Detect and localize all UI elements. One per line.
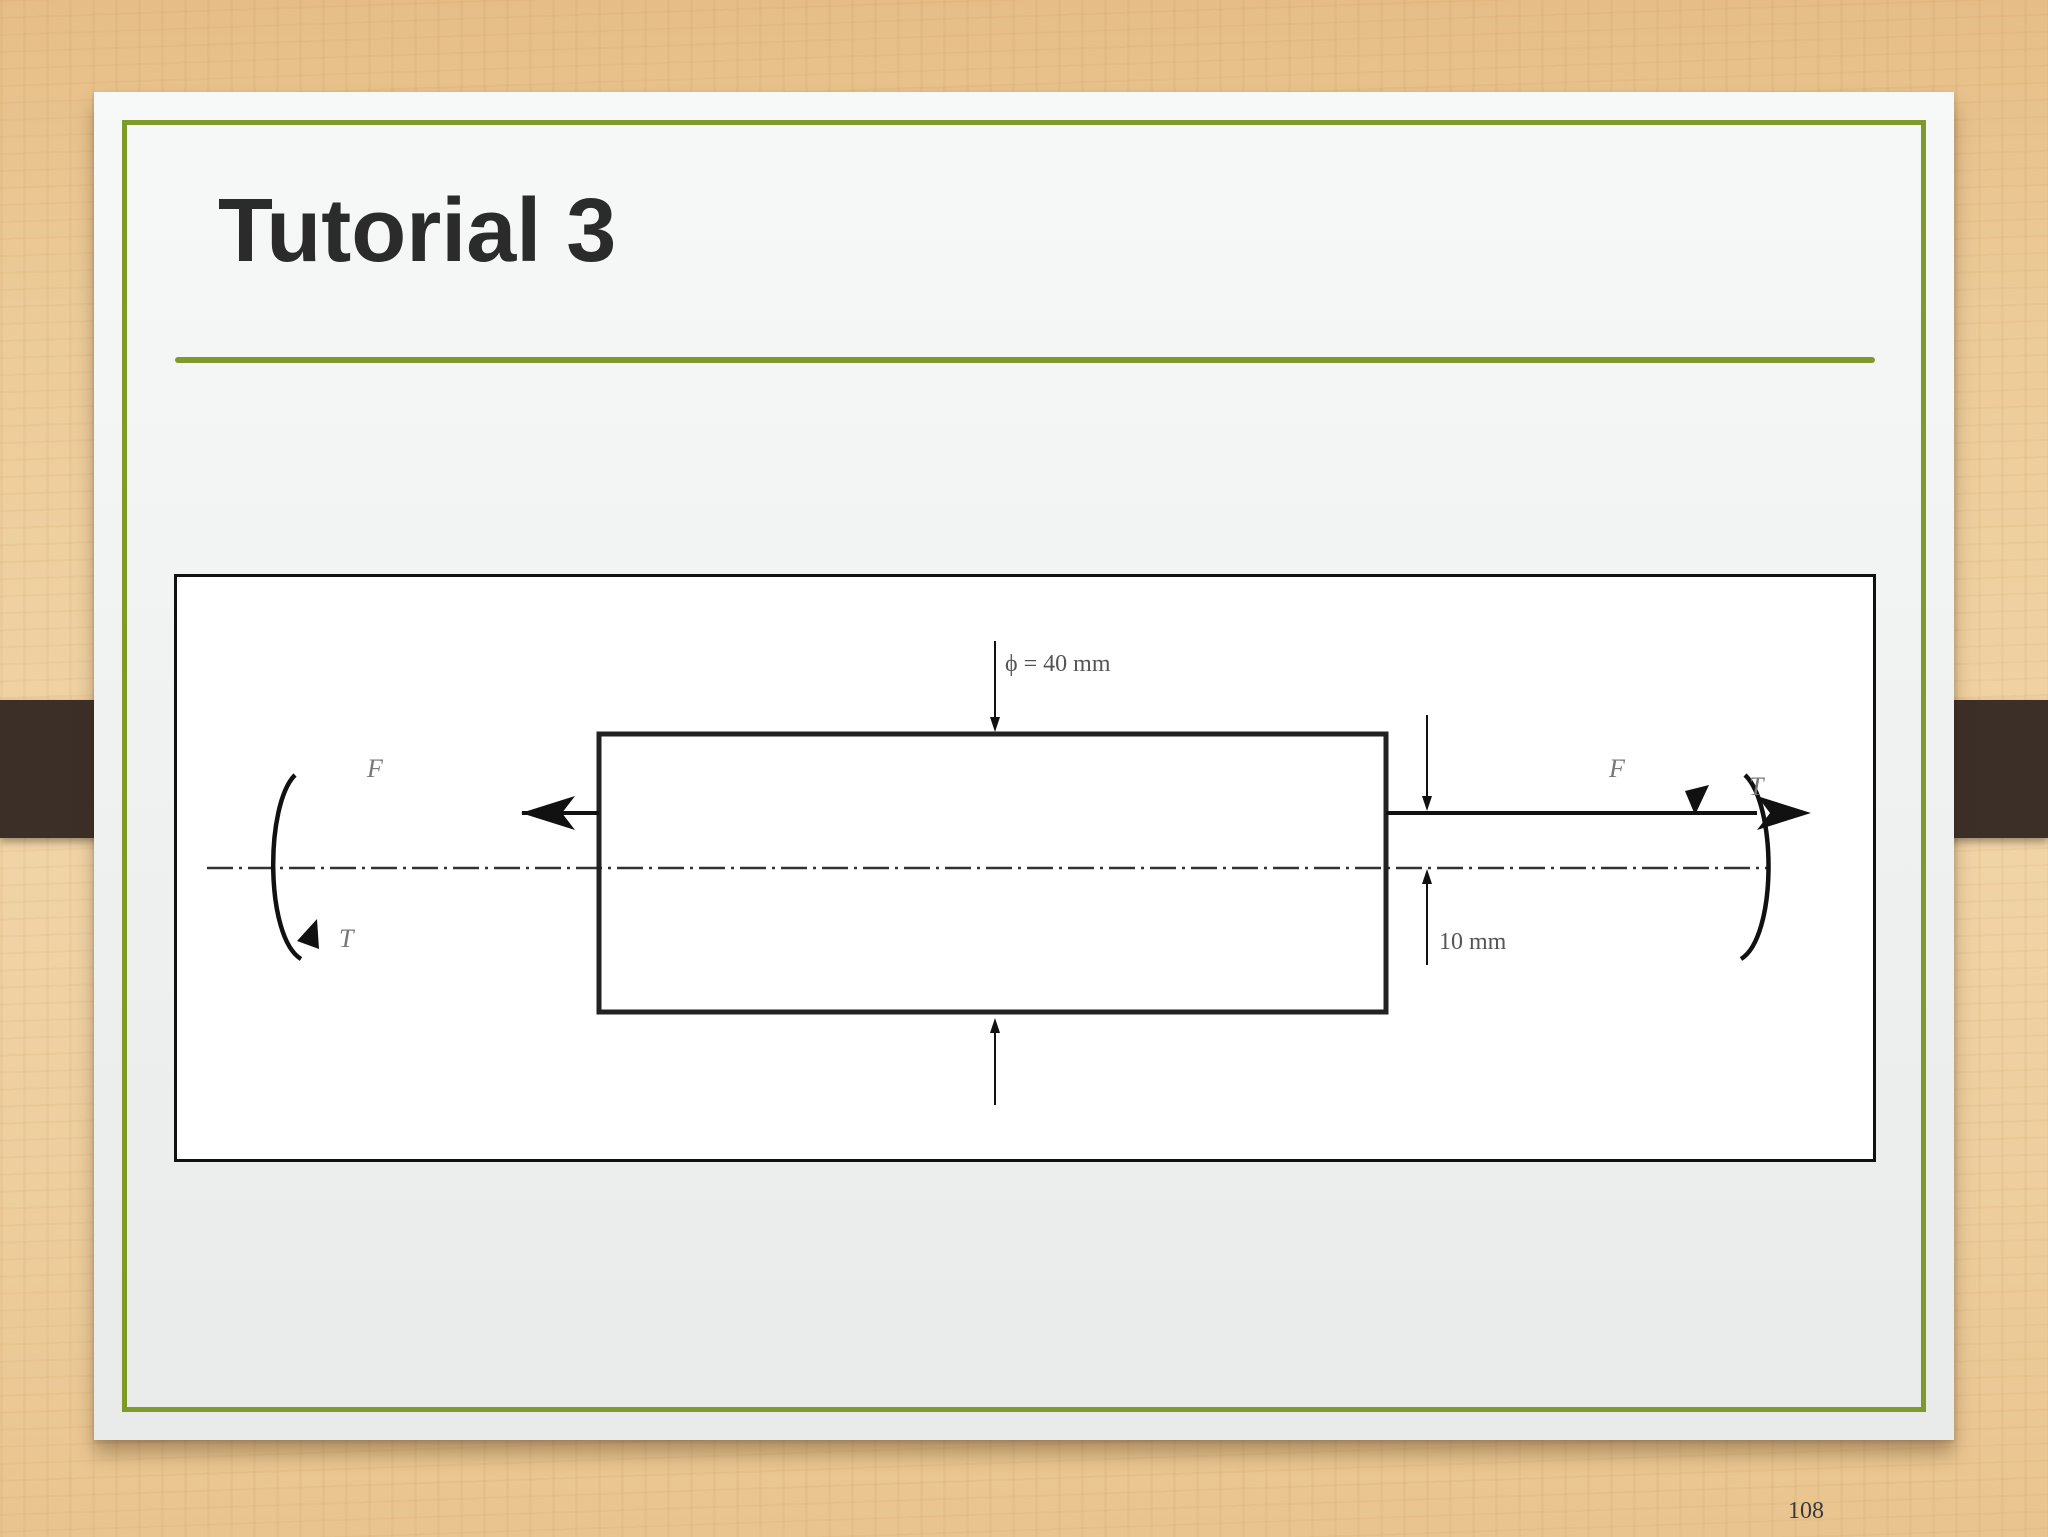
torque-arrowhead-right	[1685, 785, 1709, 815]
slide-title: Tutorial 3	[218, 181, 617, 281]
offset-dim-top-head	[1422, 796, 1432, 811]
diameter-label: ϕ = 40 mm	[1005, 651, 1111, 677]
torque-label-right: T	[1749, 772, 1765, 801]
torque-arc-right	[1739, 773, 1771, 961]
shaft-diagram: ϕ = 40 mm 10 mm F F T T	[174, 574, 1876, 1162]
torque-label-left: T	[339, 924, 355, 953]
torque-arrowhead-left	[297, 919, 319, 949]
force-arrowhead-right	[1757, 796, 1811, 830]
offset-label: 10 mm	[1439, 929, 1507, 955]
offset-dim-bottom-head	[1422, 869, 1432, 884]
torque-arc-left	[270, 773, 303, 961]
shaft-body	[596, 731, 1389, 1015]
force-label-left: F	[366, 754, 384, 783]
diameter-dim-bottom-head	[990, 1018, 1000, 1033]
title-divider	[175, 357, 1875, 363]
slide-frame	[122, 120, 1926, 1412]
diameter-dim-top-head	[990, 717, 1000, 732]
force-label-right: F	[1608, 754, 1626, 783]
shaft-diagram-svg: ϕ = 40 mm 10 mm F F T T	[207, 641, 1811, 1105]
page-number: 108	[1788, 1498, 1824, 1524]
force-arrowhead-left	[521, 796, 575, 830]
